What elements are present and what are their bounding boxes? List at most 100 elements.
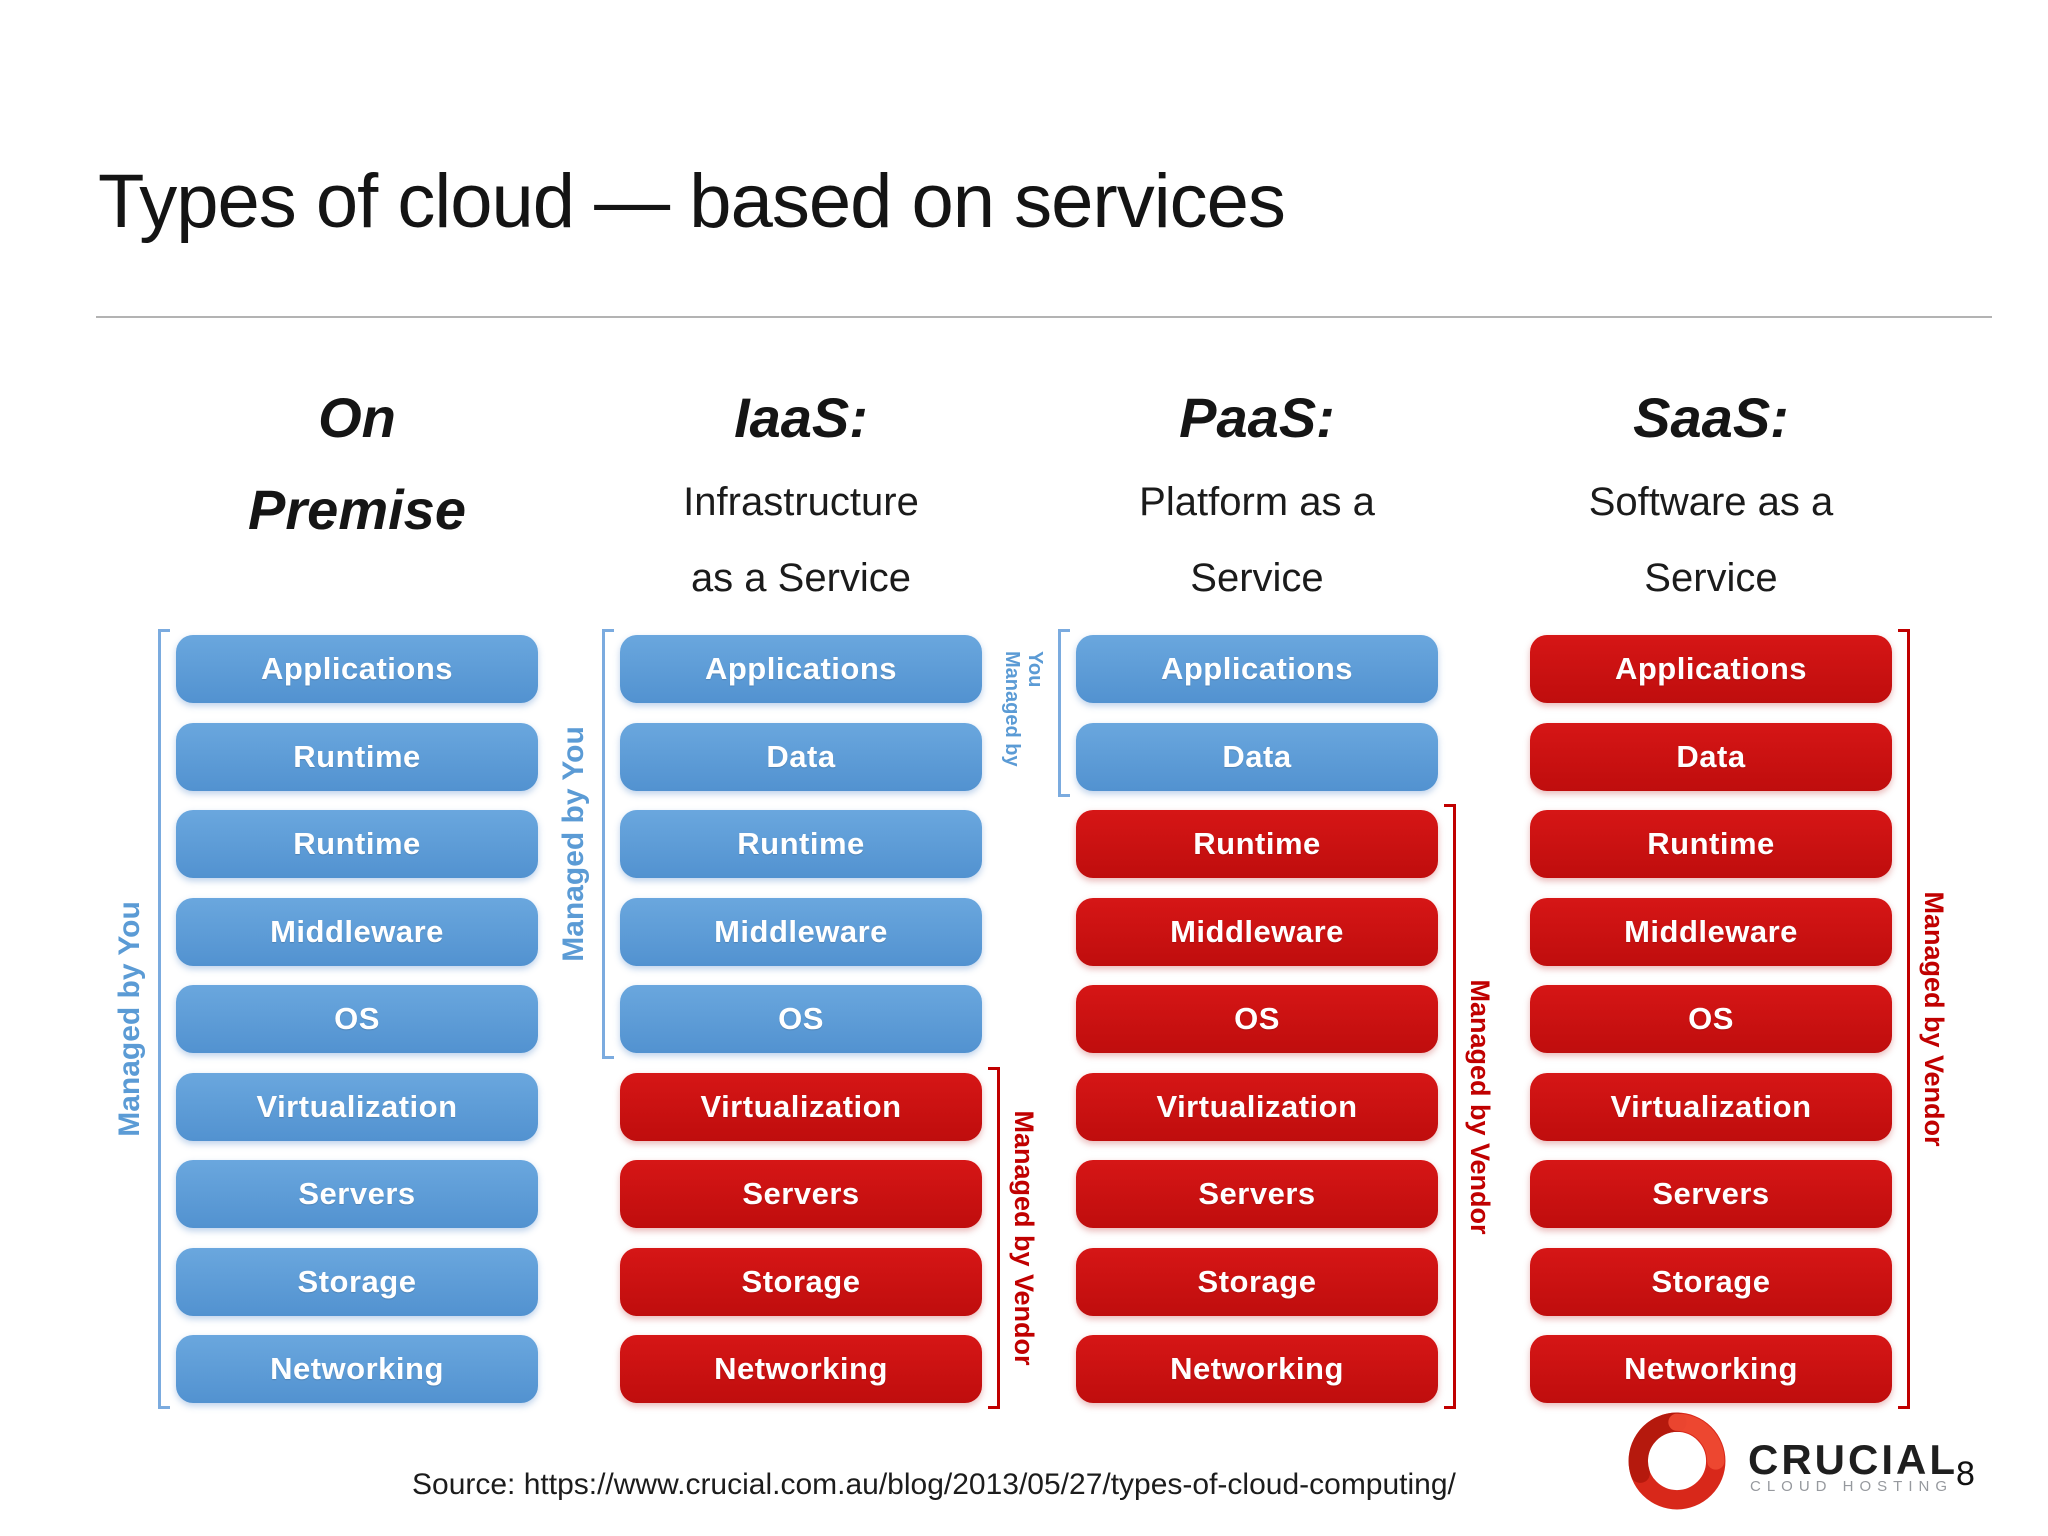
on-premise-layer-runtime: Runtime <box>176 722 538 791</box>
on-premise-layer-servers: Servers <box>176 1160 538 1228</box>
layer-label: Servers <box>1198 1176 1316 1211</box>
iaas-managed-label: Managed by You <box>552 674 596 1014</box>
on-premise-layer-middleware: Middleware <box>176 897 538 966</box>
layer-label: Virtualization <box>700 1088 902 1124</box>
managed-label-text: Managed by You <box>557 726 590 962</box>
layer-label: Networking <box>714 1351 888 1386</box>
saas-subtitle: Software as a <box>1588 480 1834 524</box>
iaas-layer-servers: Servers <box>620 1160 982 1228</box>
iaas-title: IaaS: <box>734 386 868 449</box>
on-premise-bracket-left <box>158 629 170 1409</box>
iaas-header: IaaS: Infrastructure as a Service <box>590 372 1012 616</box>
saas-subtitle: Service <box>1644 556 1778 600</box>
paas-layer-os: OS <box>1076 985 1438 1053</box>
layer-label: OS <box>1234 1001 1280 1036</box>
saas-header: SaaS: Software as a Service <box>1500 372 1922 616</box>
iaas-layer-virtualization: Virtualization <box>620 1072 982 1141</box>
layer-label: Data <box>1222 738 1292 774</box>
saas-layer-virtualization: Virtualization <box>1530 1072 1892 1141</box>
iaas-bracket-left <box>602 629 614 1059</box>
on-premise-layer-networking: Networking <box>176 1335 538 1403</box>
page-number: 8 <box>1956 1455 1975 1493</box>
paas-layer-runtime: Runtime <box>1076 810 1438 878</box>
on-premise-title: Premise <box>248 478 466 541</box>
on-premise-layer-os: OS <box>176 985 538 1053</box>
logo-brand-text: CRUCIAL <box>1748 1436 1958 1483</box>
paas-managed-label: Managed by Vendor <box>1465 978 1495 1235</box>
saas-layer-data: Data <box>1530 722 1892 791</box>
layer-label: Virtualization <box>256 1088 458 1124</box>
iaas-layer-middleware: Middleware <box>620 897 982 966</box>
on-premise-layer-runtime: Runtime <box>176 810 538 878</box>
layer-label: Virtualization <box>1610 1088 1812 1124</box>
paas-title: PaaS: <box>1179 386 1335 449</box>
layer-label: Middleware <box>1624 913 1798 949</box>
saas-title: SaaS: <box>1633 386 1789 449</box>
paas-bracket-left <box>1058 629 1070 797</box>
layer-label: Data <box>766 738 836 774</box>
paas-managed-label: Managed by You <box>1001 650 1046 767</box>
paas-layer-data: Data <box>1076 722 1438 791</box>
layer-label: Runtime <box>1193 826 1321 861</box>
paas-layer-virtualization: Virtualization <box>1076 1072 1438 1141</box>
iaas-layer-applications: Applications <box>620 635 982 703</box>
layer-label: Runtime <box>293 738 421 774</box>
layer-label: Networking <box>1624 1351 1798 1386</box>
page-title: Types of cloud — based on services <box>98 159 1286 244</box>
paas-header: PaaS: Platform as a Service <box>1046 372 1468 616</box>
iaas-layer-runtime: Runtime <box>620 810 982 878</box>
paas-layer-middleware: Middleware <box>1076 897 1438 966</box>
iaas-subtitle: Infrastructure <box>683 480 919 524</box>
layer-label: Storage <box>297 1263 417 1299</box>
layer-label: Networking <box>1170 1351 1344 1386</box>
layer-label: Applications <box>1160 651 1353 686</box>
layer-label: Storage <box>1197 1263 1317 1299</box>
iaas-layer-storage: Storage <box>620 1247 982 1316</box>
saas-managed-label: Managed by Vendor <box>1919 891 1949 1147</box>
layer-label: Data <box>1676 738 1746 774</box>
on-premise-managed-label: Managed by You <box>108 849 152 1189</box>
iaas-managed-label: Managed by Vendor <box>1009 1110 1039 1366</box>
paas-layer-networking: Networking <box>1076 1335 1438 1403</box>
paas-layer-storage: Storage <box>1076 1247 1438 1316</box>
on-premise-layer-virtualization: Virtualization <box>176 1072 538 1141</box>
crucial-swirl-icon <box>1628 1412 1726 1510</box>
layer-label: Runtime <box>1647 826 1775 861</box>
iaas-layer-os: OS <box>620 985 982 1053</box>
logo-tagline-text: CLOUD HOSTING <box>1750 1478 1954 1495</box>
iaas-bracket-right <box>988 1066 1000 1409</box>
saas-layer-storage: Storage <box>1530 1247 1892 1316</box>
on-premise-layer-storage: Storage <box>176 1247 538 1316</box>
layer-label: OS <box>778 1001 824 1036</box>
layer-label: Runtime <box>293 826 421 861</box>
layer-label: OS <box>334 1001 380 1036</box>
saas-layer-runtime: Runtime <box>1530 810 1892 878</box>
layer-label: Runtime <box>737 826 865 861</box>
paas-subtitle: Platform as a <box>1139 480 1375 524</box>
saas-layer-servers: Servers <box>1530 1160 1892 1228</box>
on-premise-layer-applications: Applications <box>176 635 538 703</box>
crucial-logo: CRUCIAL CLOUD HOSTING <box>1626 1408 1956 1520</box>
layer-label: Applications <box>260 651 453 686</box>
layer-label: Applications <box>704 651 897 686</box>
layer-label: Storage <box>1651 1263 1771 1299</box>
on-premise-title: On <box>318 386 396 449</box>
layer-label: OS <box>1688 1001 1734 1036</box>
layer-label: Virtualization <box>1156 1088 1358 1124</box>
layer-label: Servers <box>742 1176 860 1211</box>
iaas-layer-data: Data <box>620 722 982 791</box>
layer-label: Servers <box>298 1176 416 1211</box>
saas-layer-networking: Networking <box>1530 1335 1892 1403</box>
iaas-subtitle: as a Service <box>690 556 912 600</box>
layer-label: Middleware <box>270 913 444 949</box>
paas-subtitle: Service <box>1190 556 1324 600</box>
saas-layer-os: OS <box>1530 985 1892 1053</box>
paas-layer-applications: Applications <box>1076 635 1438 703</box>
source-citation: Source: https://www.crucial.com.au/blog/… <box>412 1468 1456 1501</box>
layer-label: Storage <box>741 1263 861 1299</box>
saas-bracket-right <box>1898 629 1910 1409</box>
layer-label: Middleware <box>714 913 888 949</box>
saas-layer-middleware: Middleware <box>1530 897 1892 966</box>
